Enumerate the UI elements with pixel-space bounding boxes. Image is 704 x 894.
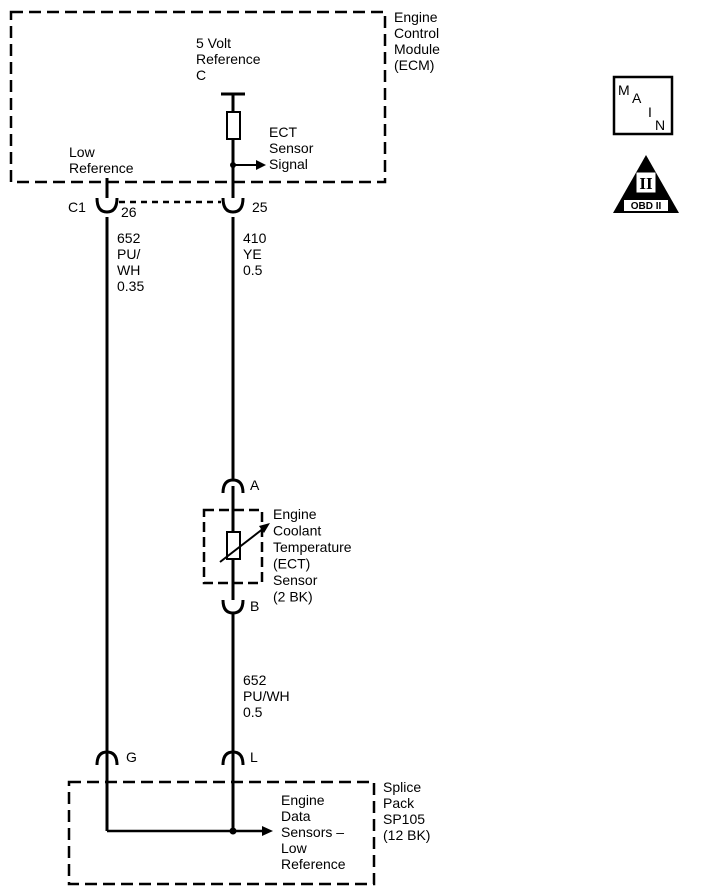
ecm-label: Engine Control Module (ECM) [394, 9, 444, 73]
splice-pack-label: Splice Pack SP105 (12 BK) [383, 779, 430, 843]
splice-output-arrowhead [262, 826, 273, 836]
ecm-box [9, 10, 387, 184]
wire-bottom-label: 652 PU/WH 0.5 [243, 672, 294, 720]
splice-pin-l [221, 750, 245, 766]
ecm-low-reference-label: Low Reference [69, 144, 134, 176]
main-letter-a: A [632, 90, 642, 106]
ecm-signal-arrowhead [256, 160, 266, 170]
splice-output-label: Engine Data Sensors – Low Reference [281, 792, 348, 872]
obd-numeral-box [636, 172, 656, 193]
obd-numeral: II [639, 174, 653, 193]
main-letter-n: N [655, 117, 665, 133]
splice-pin-l-label: L [250, 749, 258, 765]
obd-label: OBD II [631, 201, 662, 212]
sensor-label: Engine Coolant Temperature (ECT) Sensor … [273, 506, 355, 605]
sensor-pin-a [221, 478, 245, 494]
ecm-signal-label: ECT Sensor Signal [269, 124, 317, 172]
obd-ii-badge: II OBD II [613, 155, 679, 213]
thermistor-arrowhead [259, 523, 270, 533]
wire-left-label: 652 PU/ WH 0.35 [117, 230, 144, 294]
splice-pin-g-label: G [126, 749, 137, 765]
connector-c1-pin-25 [221, 197, 245, 214]
obd-label-box [624, 200, 668, 211]
thermistor-variable-arrow [219, 527, 265, 563]
wire-right-label: 410 YE 0.5 [243, 230, 270, 278]
connector-c1-label: C1 [68, 199, 86, 215]
main-letter-i: I [648, 104, 652, 120]
splice-pin-g [95, 750, 119, 766]
sensor-pin-b [221, 599, 245, 615]
splice-pack-box [67, 780, 376, 886]
main-badge: M A I N [612, 75, 674, 136]
splice-node [229, 827, 237, 835]
connector-c1-pin-26 [95, 197, 119, 214]
main-letter-m: M [618, 82, 630, 98]
ecm-5v-reference-label: 5 Volt Reference C [196, 35, 264, 83]
sensor-pin-a-label: A [250, 477, 260, 493]
connector-pin-25-label: 25 [252, 199, 268, 215]
connector-pin-26-label: 26 [121, 204, 137, 220]
ecm-pullup-resistor [226, 111, 241, 140]
sensor-pin-b-label: B [250, 598, 259, 614]
